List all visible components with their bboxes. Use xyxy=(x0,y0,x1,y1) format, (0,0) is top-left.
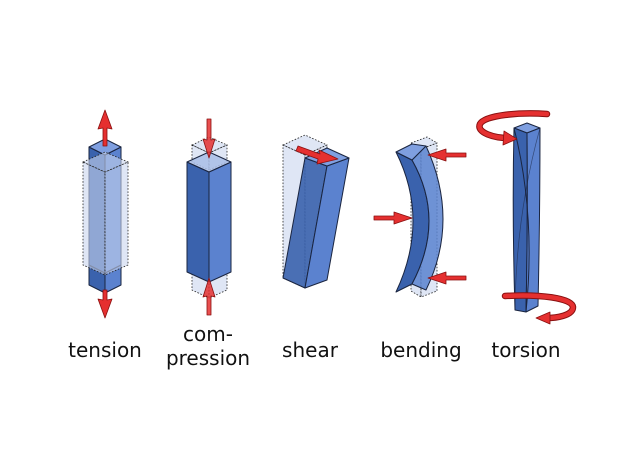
label-compression-line1: com- xyxy=(183,322,233,346)
label-torsion: torsion xyxy=(491,338,560,362)
label-bending: bending xyxy=(380,338,461,362)
torsion-bar xyxy=(512,122,541,313)
torsion-figure xyxy=(476,110,577,325)
tension-arrow-up xyxy=(97,109,113,147)
tension-arrow-down xyxy=(97,289,113,319)
tension-original-outline xyxy=(82,151,130,276)
label-tension: tension xyxy=(68,338,142,362)
shear-figure xyxy=(282,134,350,289)
bending-figure xyxy=(373,136,467,298)
bending-bar xyxy=(395,143,444,293)
compression-bar xyxy=(186,151,232,283)
shear-arrow-right xyxy=(295,145,339,165)
label-compression-line2: pression xyxy=(166,346,250,370)
torsion-arrow-top xyxy=(476,110,551,146)
bending-arrow-middle-left xyxy=(373,211,413,225)
tension-figure xyxy=(82,109,130,319)
torsion-arrow-bottom xyxy=(501,292,577,325)
bending-arrow-top-right xyxy=(427,148,467,162)
compression-arrow-down xyxy=(202,118,216,159)
bending-arrow-bottom-right xyxy=(427,271,467,285)
compression-arrow-up xyxy=(202,277,216,316)
compression-figure xyxy=(186,118,232,316)
label-shear: shear xyxy=(282,338,339,362)
